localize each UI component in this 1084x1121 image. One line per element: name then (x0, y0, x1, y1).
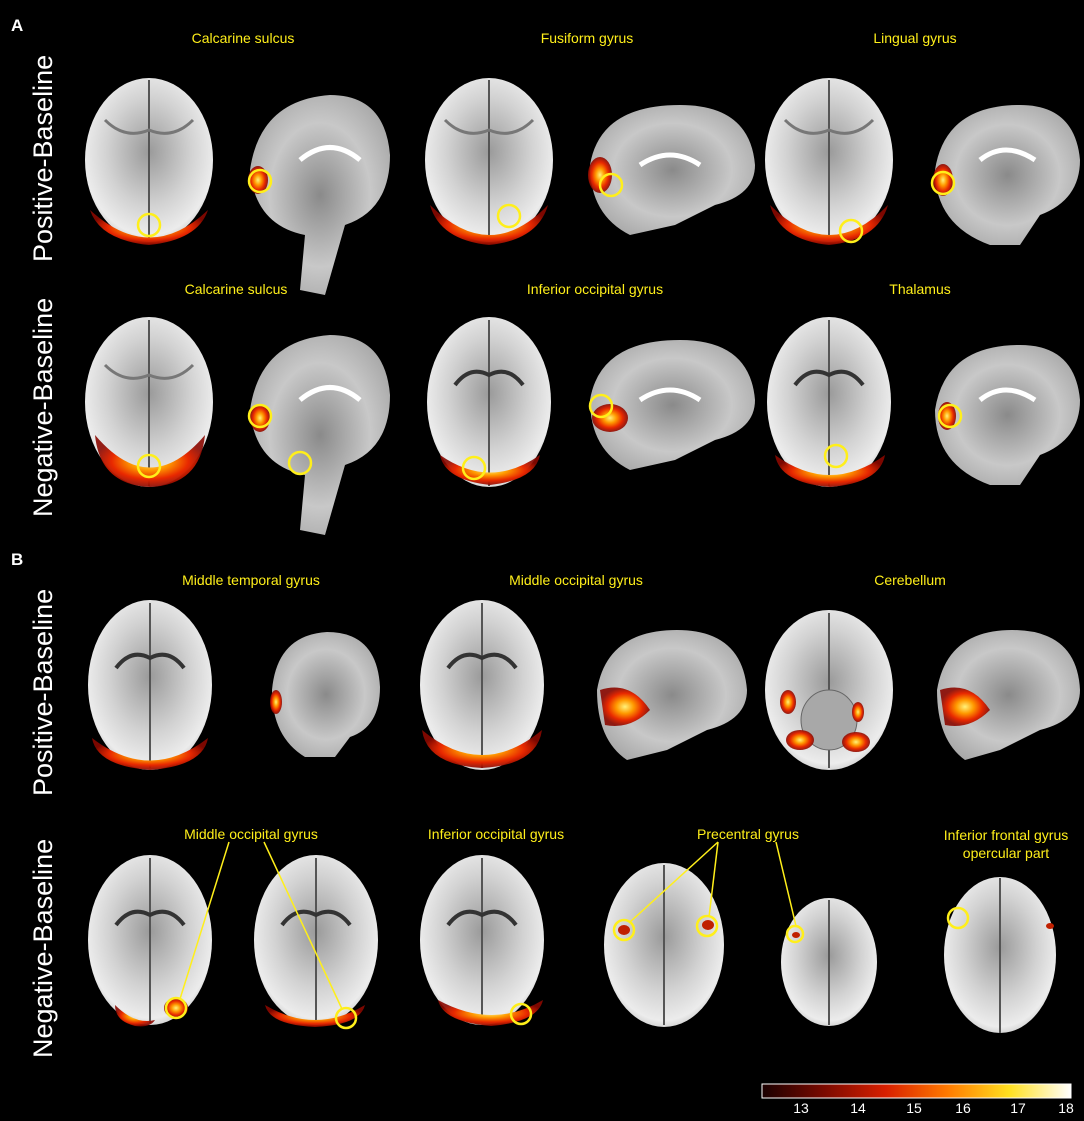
roi-circle (496, 203, 522, 229)
roi-circle (247, 403, 273, 429)
brain-sagittal-a3 (933, 105, 1080, 245)
brain-axial-b7 (604, 863, 724, 1027)
roi-circle (930, 170, 956, 196)
brain-sagittal-a1 (248, 95, 390, 295)
region-label-b-pos-3: Cerebellum (874, 572, 946, 588)
roi-circle (598, 172, 624, 198)
region-label-b-neg-3: Precentral gyrus (697, 826, 799, 842)
region-label-a-neg-2: Inferior occipital gyrus (526, 281, 664, 297)
region-label-b-pos-1: Middle temporal gyrus (182, 572, 320, 588)
colorbar-tick: 16 (955, 1100, 971, 1116)
region-label-a-pos-2: Fusiform gyrus (540, 30, 634, 46)
colorbar-tick: 18 (1058, 1100, 1074, 1116)
region-label-b-pos-2: Middle occipital gyrus (509, 572, 643, 588)
roi-circle (823, 443, 849, 469)
roi-circle (946, 906, 970, 930)
roi-circle (785, 924, 805, 944)
brain-sagittal-a5 (590, 340, 755, 470)
roi-circle (588, 393, 614, 419)
brain-axial-a3 (765, 78, 893, 245)
region-label-a-pos-1: Calcarine sulcus (191, 30, 295, 46)
brain-sagittal-b3 (937, 630, 1080, 760)
brain-axial-b3 (765, 610, 893, 770)
region-label-a-pos-3: Lingual gyrus (873, 30, 957, 46)
region-label-b-neg-4: Inferior frontal gyrus opercular part (944, 826, 1069, 862)
brain-axial-a6 (767, 317, 891, 487)
colorbar-tick: 13 (793, 1100, 809, 1116)
colorbar-tick: 15 (906, 1100, 922, 1116)
region-label-b-neg-2: Inferior occipital gyrus (427, 826, 565, 842)
colorbar-tick: 14 (850, 1100, 866, 1116)
roi-circle (509, 1002, 533, 1026)
roi-circle (461, 455, 487, 481)
panel-letter-a: A (11, 16, 24, 35)
roi-circle (287, 450, 313, 476)
colorbar-gradient (761, 1083, 1072, 1099)
brain-axial-b1 (88, 600, 212, 770)
region-label-b-neg-4-line1: Inferior frontal gyrus (943, 827, 1069, 843)
roi-circle (695, 914, 719, 938)
brain-axial-b9 (944, 877, 1056, 1033)
region-label-b-neg-4-line2: opercular part (962, 845, 1050, 861)
roi-circle (334, 1006, 358, 1030)
brain-axial-a1 (85, 78, 213, 245)
brain-axial-b6 (420, 855, 544, 1026)
brain-sagittal-b1 (270, 632, 380, 757)
colorbar-tick: 17 (1010, 1100, 1026, 1116)
roi-circle (164, 996, 188, 1020)
brain-sagittal-a2 (588, 105, 755, 235)
brain-axial-b5 (254, 855, 378, 1027)
brain-axial-b2 (420, 600, 544, 770)
brain-axial-b8 (781, 898, 877, 1026)
brain-sagittal-a6 (935, 345, 1080, 485)
region-label-b-neg-1: Middle occipital gyrus (184, 826, 318, 842)
brain-axial-a2 (425, 78, 553, 245)
roi-circle (136, 212, 162, 238)
brain-sagittal-b2 (597, 630, 747, 760)
roi-circle (612, 918, 636, 942)
brain-axial-a4 (85, 317, 213, 487)
brain-sagittal-a4 (250, 335, 390, 535)
roi-circle (838, 218, 864, 244)
roi-circle (937, 403, 963, 429)
region-label-a-neg-1: Calcarine sulcus (184, 281, 288, 297)
roi-circle (247, 168, 273, 194)
brain-axial-a5 (427, 317, 551, 487)
brain-axial-b4 (88, 855, 212, 1027)
connector-lines (179, 841, 797, 1010)
roi-circle (136, 453, 162, 479)
panel-letter-b: B (11, 550, 24, 569)
region-label-a-neg-3: Thalamus (889, 281, 951, 297)
